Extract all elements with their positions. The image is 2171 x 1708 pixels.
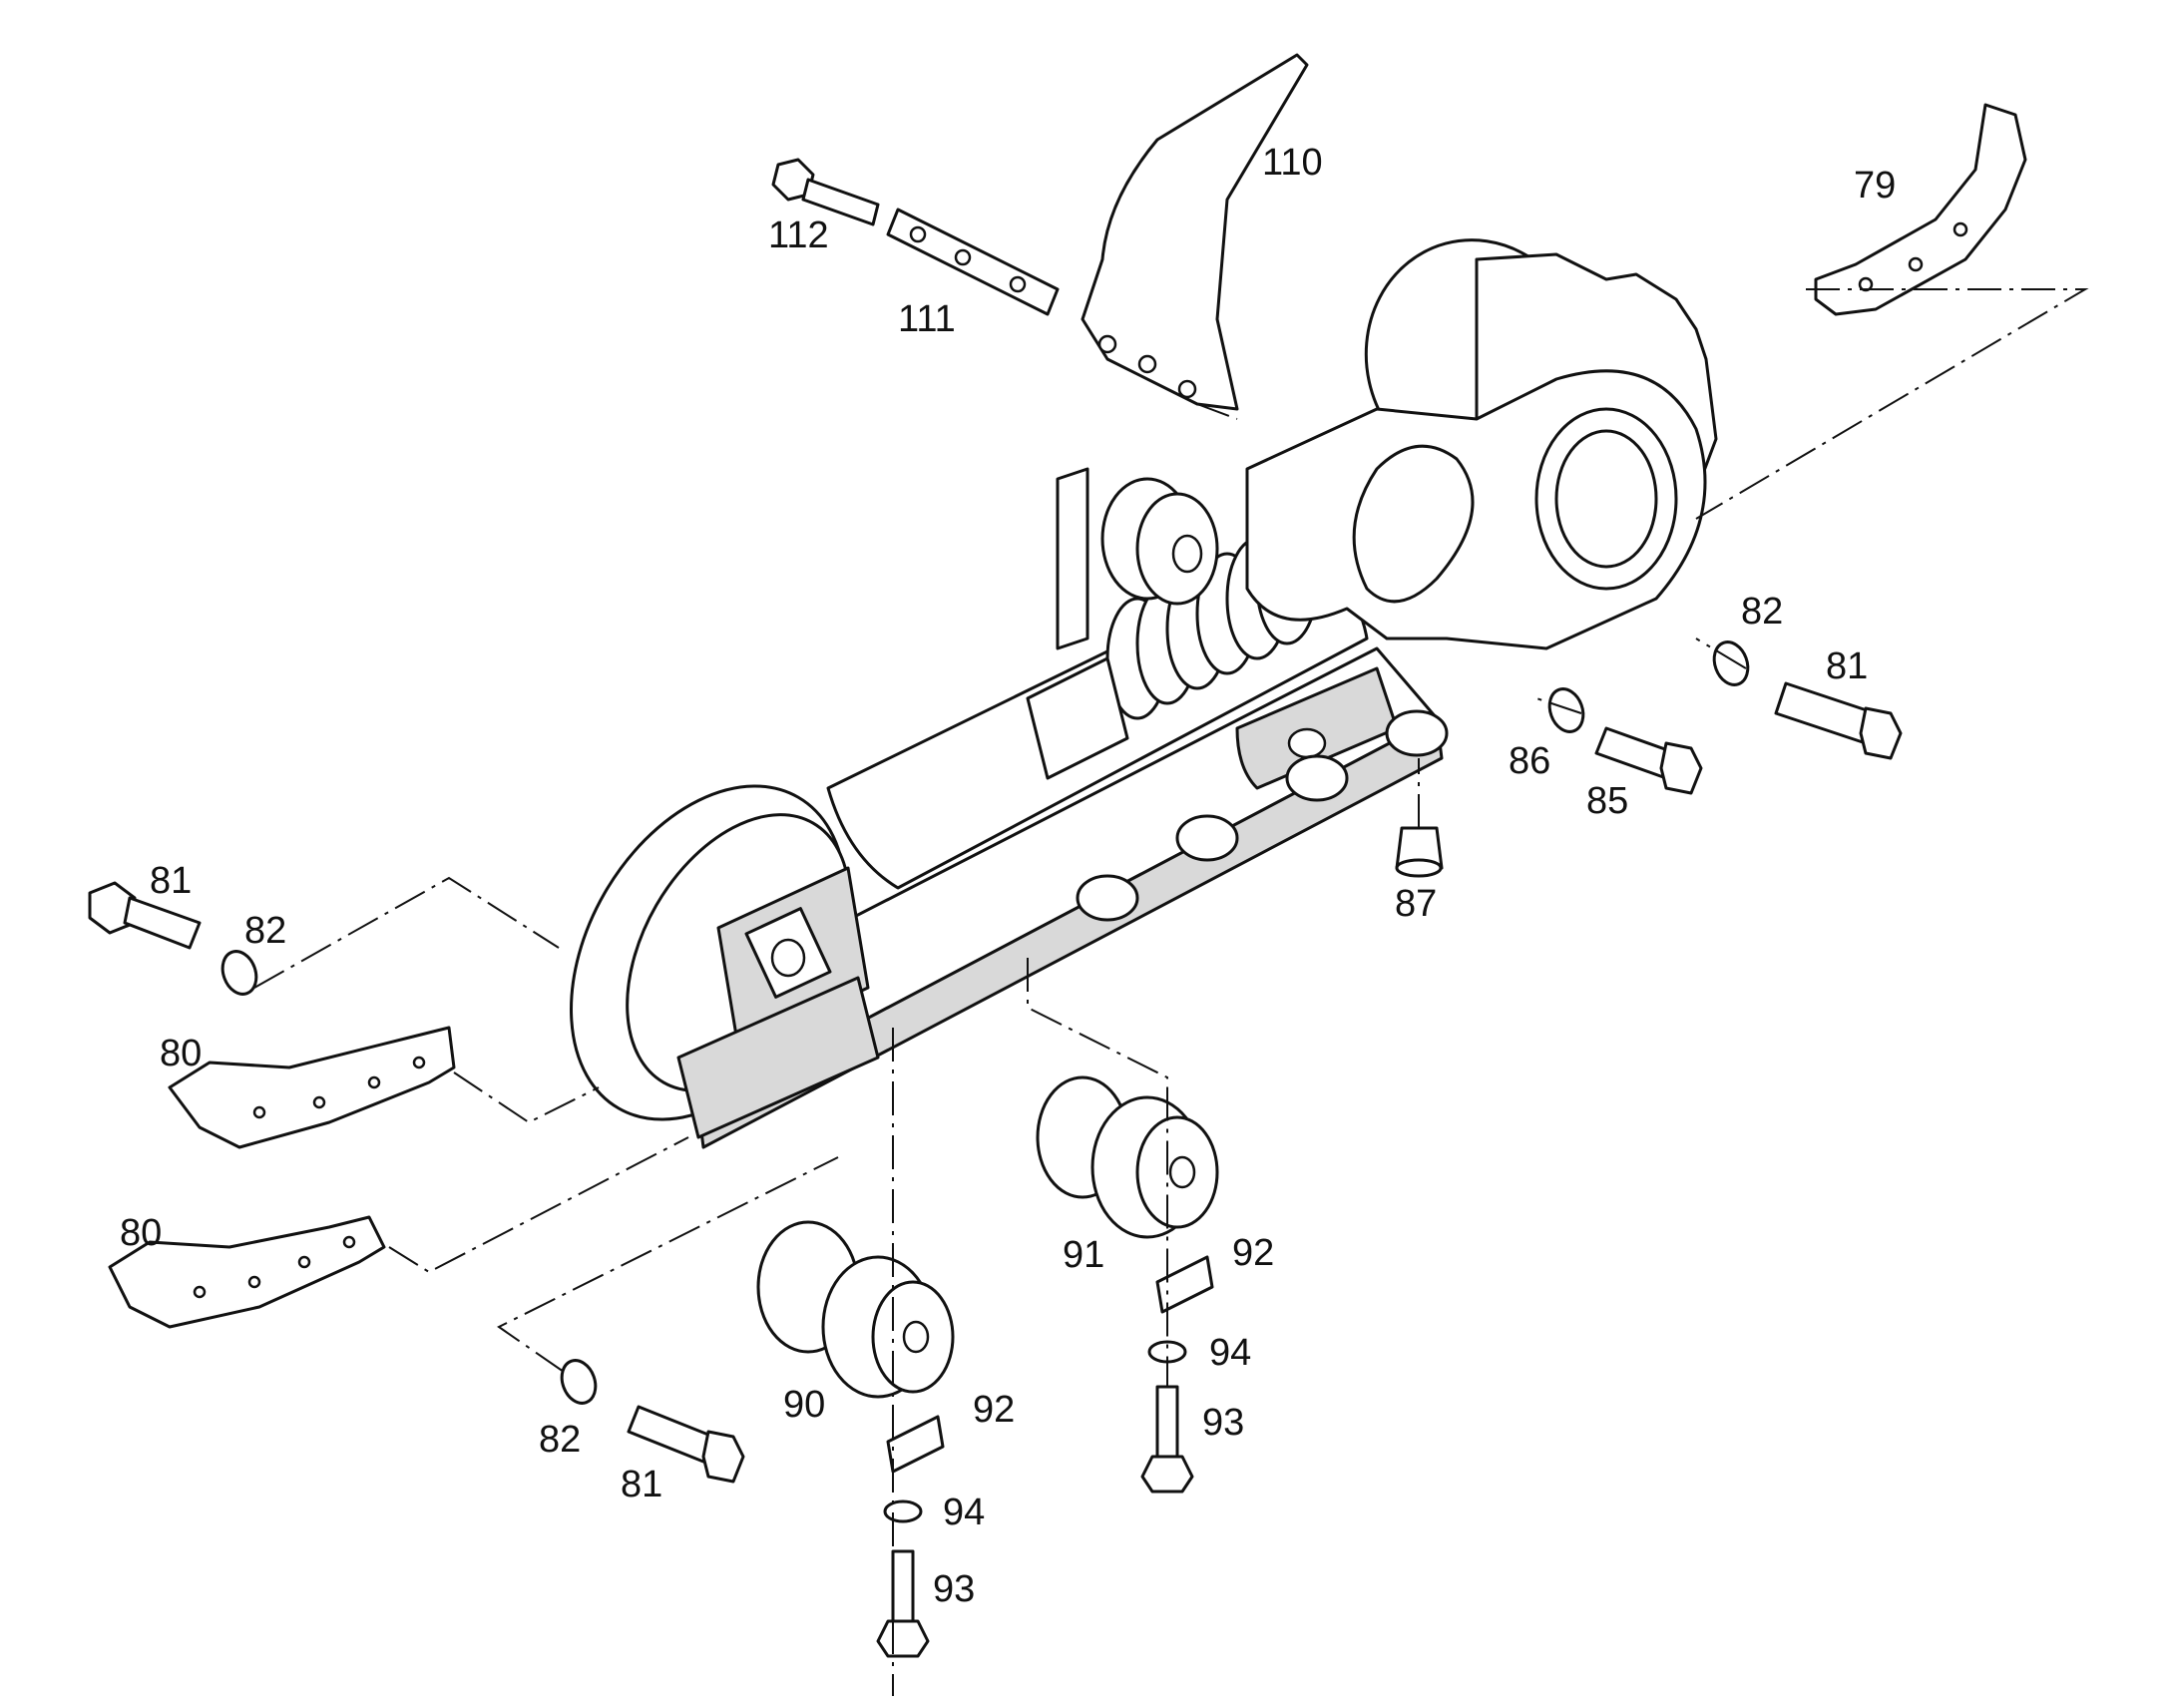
label-93-left: 93 bbox=[933, 1568, 975, 1610]
part-111-plate bbox=[886, 208, 1060, 316]
leader-lines bbox=[253, 288, 2089, 1696]
label-81-bottom: 81 bbox=[621, 1464, 662, 1505]
part-90-roller bbox=[756, 1220, 955, 1399]
part-79-block bbox=[1814, 103, 2027, 316]
part-81-bolt-bottom bbox=[627, 1405, 745, 1484]
label-82-bottom: 82 bbox=[539, 1419, 581, 1461]
part-82-washer-bottom bbox=[560, 1359, 598, 1405]
label-112: 112 bbox=[768, 214, 829, 256]
part-86-washer bbox=[1547, 687, 1585, 733]
part-labels: 110 79 112 111 82 81 86 85 87 81 82 80 8… bbox=[120, 142, 1896, 1610]
label-80-lower: 80 bbox=[120, 1212, 162, 1254]
label-111: 111 bbox=[898, 298, 956, 340]
label-94-right: 94 bbox=[1209, 1332, 1251, 1374]
part-94-washer-left bbox=[883, 1499, 923, 1523]
part-87-cap bbox=[1395, 826, 1444, 878]
label-92-left: 92 bbox=[973, 1389, 1015, 1431]
part-82-washer-right bbox=[1712, 640, 1750, 686]
label-91: 91 bbox=[1063, 1234, 1104, 1276]
label-81-right: 81 bbox=[1826, 645, 1868, 687]
label-110: 110 bbox=[1262, 142, 1323, 184]
label-90: 90 bbox=[783, 1384, 825, 1426]
track-frame-assembly bbox=[570, 238, 1718, 1149]
final-drive-sprocket bbox=[1245, 238, 1718, 650]
track-rollers-bottom bbox=[1076, 709, 1449, 922]
part-110-guard bbox=[1081, 53, 1309, 411]
part-81-bolt-left bbox=[88, 881, 202, 950]
part-80-guard-lower bbox=[108, 1215, 386, 1329]
label-82-left: 82 bbox=[244, 910, 286, 952]
label-81-left: 81 bbox=[150, 860, 192, 902]
part-80-guard-upper bbox=[168, 1026, 456, 1149]
part-93-bolt-right bbox=[1140, 1385, 1194, 1494]
label-92-right: 92 bbox=[1232, 1232, 1274, 1274]
part-92-clamp-left bbox=[886, 1415, 945, 1474]
part-82-washer-left bbox=[220, 950, 258, 996]
part-85-bolt bbox=[1594, 726, 1703, 795]
part-91-roller bbox=[1036, 1075, 1219, 1239]
part-93-bolt-left bbox=[876, 1549, 930, 1658]
part-92-clamp-right bbox=[1155, 1255, 1214, 1314]
label-82-right: 82 bbox=[1741, 591, 1783, 633]
label-80-upper: 80 bbox=[160, 1033, 202, 1074]
label-86: 86 bbox=[1509, 740, 1550, 782]
label-79: 79 bbox=[1854, 165, 1896, 207]
carrier-roller bbox=[1056, 467, 1219, 650]
part-112-bolt bbox=[771, 158, 880, 226]
front-idler bbox=[570, 784, 880, 1139]
label-87: 87 bbox=[1395, 883, 1437, 925]
label-93-right: 93 bbox=[1202, 1402, 1244, 1444]
part-81-bolt-right bbox=[1774, 681, 1903, 760]
label-94-left: 94 bbox=[943, 1492, 985, 1533]
label-85: 85 bbox=[1586, 780, 1628, 822]
